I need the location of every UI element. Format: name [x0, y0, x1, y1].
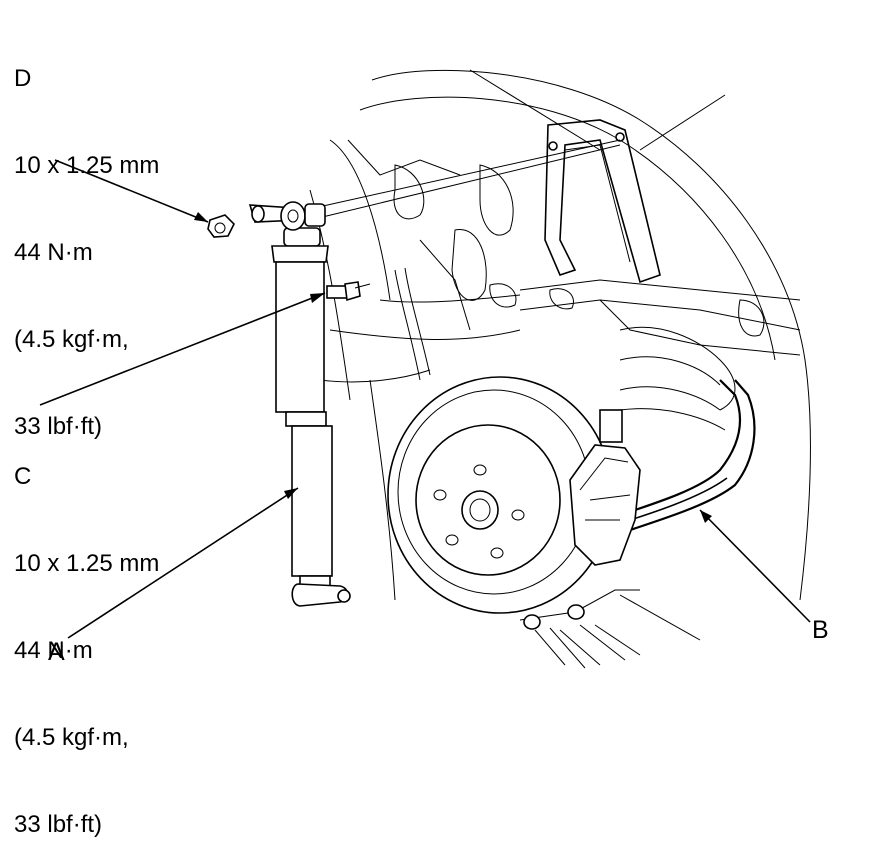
callout-c-letter: C	[14, 463, 32, 490]
knuckle-lower	[519, 589, 701, 669]
spring-arm	[619, 326, 736, 431]
mudguard-bracket	[544, 119, 661, 284]
upper-arm	[489, 279, 801, 356]
leader-lines	[39, 159, 811, 639]
bolt-c	[326, 281, 371, 302]
shock-absorber-diagram: D 10 x 1.25 mm 44 N·m (4.5 kgf·m, 33 lbf…	[14, 6, 829, 838]
upper-mount-bolt	[207, 201, 326, 238]
callout-d-size: 10 x 1.25 mm	[14, 152, 160, 179]
callout-d-torque-nm: 44 N·m	[14, 239, 93, 266]
shock-absorber	[271, 227, 351, 607]
brake-rotor	[387, 376, 613, 614]
callout-d-text: D 10 x 1.25 mm 44 N·m (4.5 kgf·m, 33 lbf…	[14, 6, 159, 470]
callout-d-torque-lbf: 33 lbf·ft)	[14, 413, 103, 440]
brake-line	[394, 269, 421, 381]
mount-line	[304, 139, 621, 211]
callout-b-letter: B	[812, 616, 829, 644]
callout-d-letter: D	[14, 65, 32, 92]
callout-c-size: 10 x 1.25 mm	[14, 550, 160, 577]
callout-c-torque-nm: 44 N·m	[14, 637, 93, 664]
callout-c-text: C 10 x 1.25 mm 44 N·m (4.5 kgf·m, 33 lbf…	[14, 404, 159, 868]
callout-c-torque-kgf: (4.5 kgf·m,	[14, 724, 129, 751]
brake-caliper	[569, 409, 641, 566]
callout-d-torque-kgf: (4.5 kgf·m,	[14, 326, 129, 353]
illustration	[39, 69, 811, 669]
callout-a-letter: A	[48, 638, 65, 666]
callout-c-torque-lbf: 33 lbf·ft)	[14, 811, 103, 838]
